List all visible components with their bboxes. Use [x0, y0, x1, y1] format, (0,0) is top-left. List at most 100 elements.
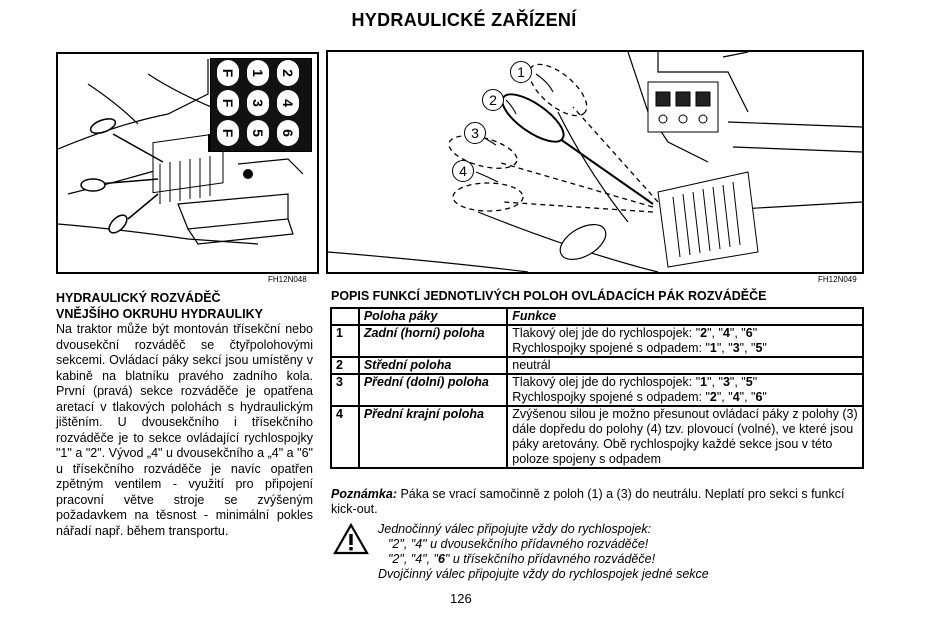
function-line: Tlakový olej jde do rychlospojek: "1", "…	[512, 375, 858, 390]
row-function: Tlakový olej jde do rychlospojek: "1", "…	[506, 373, 864, 407]
figure-right-code: FH12N049	[818, 275, 857, 284]
position-callout-3: 3	[464, 122, 486, 144]
row-number: 4	[330, 405, 360, 469]
row-number: 2	[330, 356, 360, 375]
function-text: Tlakový olej jde do rychlospojek: "	[512, 375, 701, 389]
function-text: Rychlospojky spojené s odpadem: "	[512, 390, 710, 404]
position-callout-1: 1	[510, 61, 532, 83]
warning-line: Dvojčinný válec připojujte vždy do rychl…	[378, 567, 848, 582]
function-text: 2	[700, 326, 708, 340]
function-text: ", "	[729, 326, 746, 340]
row-position: Přední (dolní) poloha	[357, 373, 509, 407]
header-cell-num	[330, 307, 360, 326]
switch-key: 5	[247, 120, 269, 146]
switch-key: 3	[247, 90, 269, 116]
warning-text: Jednočinný válec připojujte vždy do rych…	[378, 522, 652, 536]
function-line: Rychlospojky spojené s odpadem: "1", "3"…	[512, 341, 858, 356]
function-text: ", "	[716, 390, 733, 404]
section-body-paragraph: Na traktor může být montován třísekční n…	[56, 322, 313, 538]
page-number: 126	[450, 591, 472, 606]
switch-key: 2	[277, 60, 299, 86]
function-text: "	[752, 326, 758, 340]
section-heading: HYDRAULICKÝ ROZVÁDĚČ VNĚJŠÍHO OKRUHU HYD…	[56, 290, 321, 322]
figure-left-code: FH12N048	[268, 275, 307, 284]
function-text: 1	[700, 375, 708, 389]
section-heading-line: VNĚJŠÍHO OKRUHU HYDRAULIKY	[56, 307, 263, 321]
warning-text: 6	[437, 552, 445, 566]
function-text: 5	[755, 341, 763, 355]
function-text: 2	[709, 390, 717, 404]
table-header-row: Poloha páky Funkce	[330, 307, 864, 326]
function-text: "	[762, 341, 767, 355]
table-heading: POPIS FUNKCÍ JEDNOTLIVÝCH POLOH OVLÁDACÍ…	[331, 289, 767, 303]
row-number: 1	[330, 324, 360, 358]
function-text: "	[762, 390, 767, 404]
function-text: "	[752, 375, 758, 389]
function-line: Rychlospojky spojené s odpadem: "2", "4"…	[512, 390, 858, 405]
header-cell-function: Funkce	[506, 307, 864, 326]
function-text: 4	[732, 390, 740, 404]
switch-key: F	[217, 90, 239, 116]
function-text: Zvýšenou silou je možno přesunout ovláda…	[512, 407, 858, 466]
lever-positions-illustration	[328, 52, 862, 272]
row-function: Zvýšenou silou je možno přesunout ovláda…	[506, 405, 864, 469]
page-title: HYDRAULICKÉ ZAŘÍZENÍ	[351, 10, 577, 30]
switch-key: F	[217, 60, 239, 86]
figure-right: 1 2 3 4	[326, 50, 864, 274]
warning-icon	[333, 523, 369, 555]
warning-text: "2", "4" u dvousekčního přídavného rozvá…	[388, 537, 649, 551]
switch-key: 1	[247, 60, 269, 86]
warning-text: " u třísekčního přídavného rozváděče!	[444, 552, 656, 566]
note-label: Poznámka:	[331, 487, 397, 501]
function-text: ", "	[739, 390, 756, 404]
note-text: Páka se vrací samočinně z poloh (1) a (3…	[331, 487, 845, 516]
row-position: Zadní (horní) poloha	[357, 324, 509, 358]
warning-text: "2", "4", "	[388, 552, 438, 566]
row-position: Střední poloha	[357, 356, 509, 375]
warning-line: "2", "4", "6" u třísekčního přídavného r…	[378, 552, 848, 567]
section-body: Na traktor může být montován třísekční n…	[56, 322, 313, 539]
row-number: 3	[330, 373, 360, 407]
function-text: Tlakový olej jde do rychlospojek: "	[512, 326, 701, 340]
function-text: ", "	[716, 341, 733, 355]
header-cell-position: Poloha páky	[357, 307, 509, 326]
function-text: 6	[745, 326, 753, 340]
function-text: 6	[755, 390, 763, 404]
position-callout-2: 2	[482, 89, 504, 111]
section-heading-line: HYDRAULICKÝ ROZVÁDĚČ	[56, 291, 221, 305]
row-function: neutrál	[506, 356, 864, 375]
function-text: 5	[745, 375, 753, 389]
function-text: ", "	[729, 375, 746, 389]
function-text: 3	[732, 341, 740, 355]
switch-key: 6	[277, 120, 299, 146]
function-text: ", "	[739, 341, 756, 355]
function-text: 3	[722, 375, 730, 389]
switch-key: F	[217, 120, 239, 146]
function-text: ", "	[707, 375, 723, 389]
note: Poznámka: Páka se vrací samočinně z polo…	[331, 487, 866, 517]
function-text: 4	[722, 326, 730, 340]
row-position: Přední krajní poloha	[357, 405, 509, 469]
function-text: Rychlospojky spojené s odpadem: "	[512, 341, 710, 355]
switch-key: 4	[277, 90, 299, 116]
function-line: Tlakový olej jde do rychlospojek: "2", "…	[512, 326, 858, 341]
position-callout-4: 4	[452, 160, 474, 182]
function-line: neutrál	[512, 358, 858, 373]
function-text: ", "	[707, 326, 723, 340]
warning-line: "2", "4" u dvousekčního přídavného rozvá…	[378, 537, 848, 552]
function-text: neutrál	[512, 358, 551, 372]
function-text: 1	[709, 341, 717, 355]
warning-line: Jednočinný válec připojujte vždy do rych…	[378, 522, 848, 537]
row-function: Tlakový olej jde do rychlospojek: "2", "…	[506, 324, 864, 358]
function-line: Zvýšenou silou je možno přesunout ovláda…	[512, 407, 858, 467]
